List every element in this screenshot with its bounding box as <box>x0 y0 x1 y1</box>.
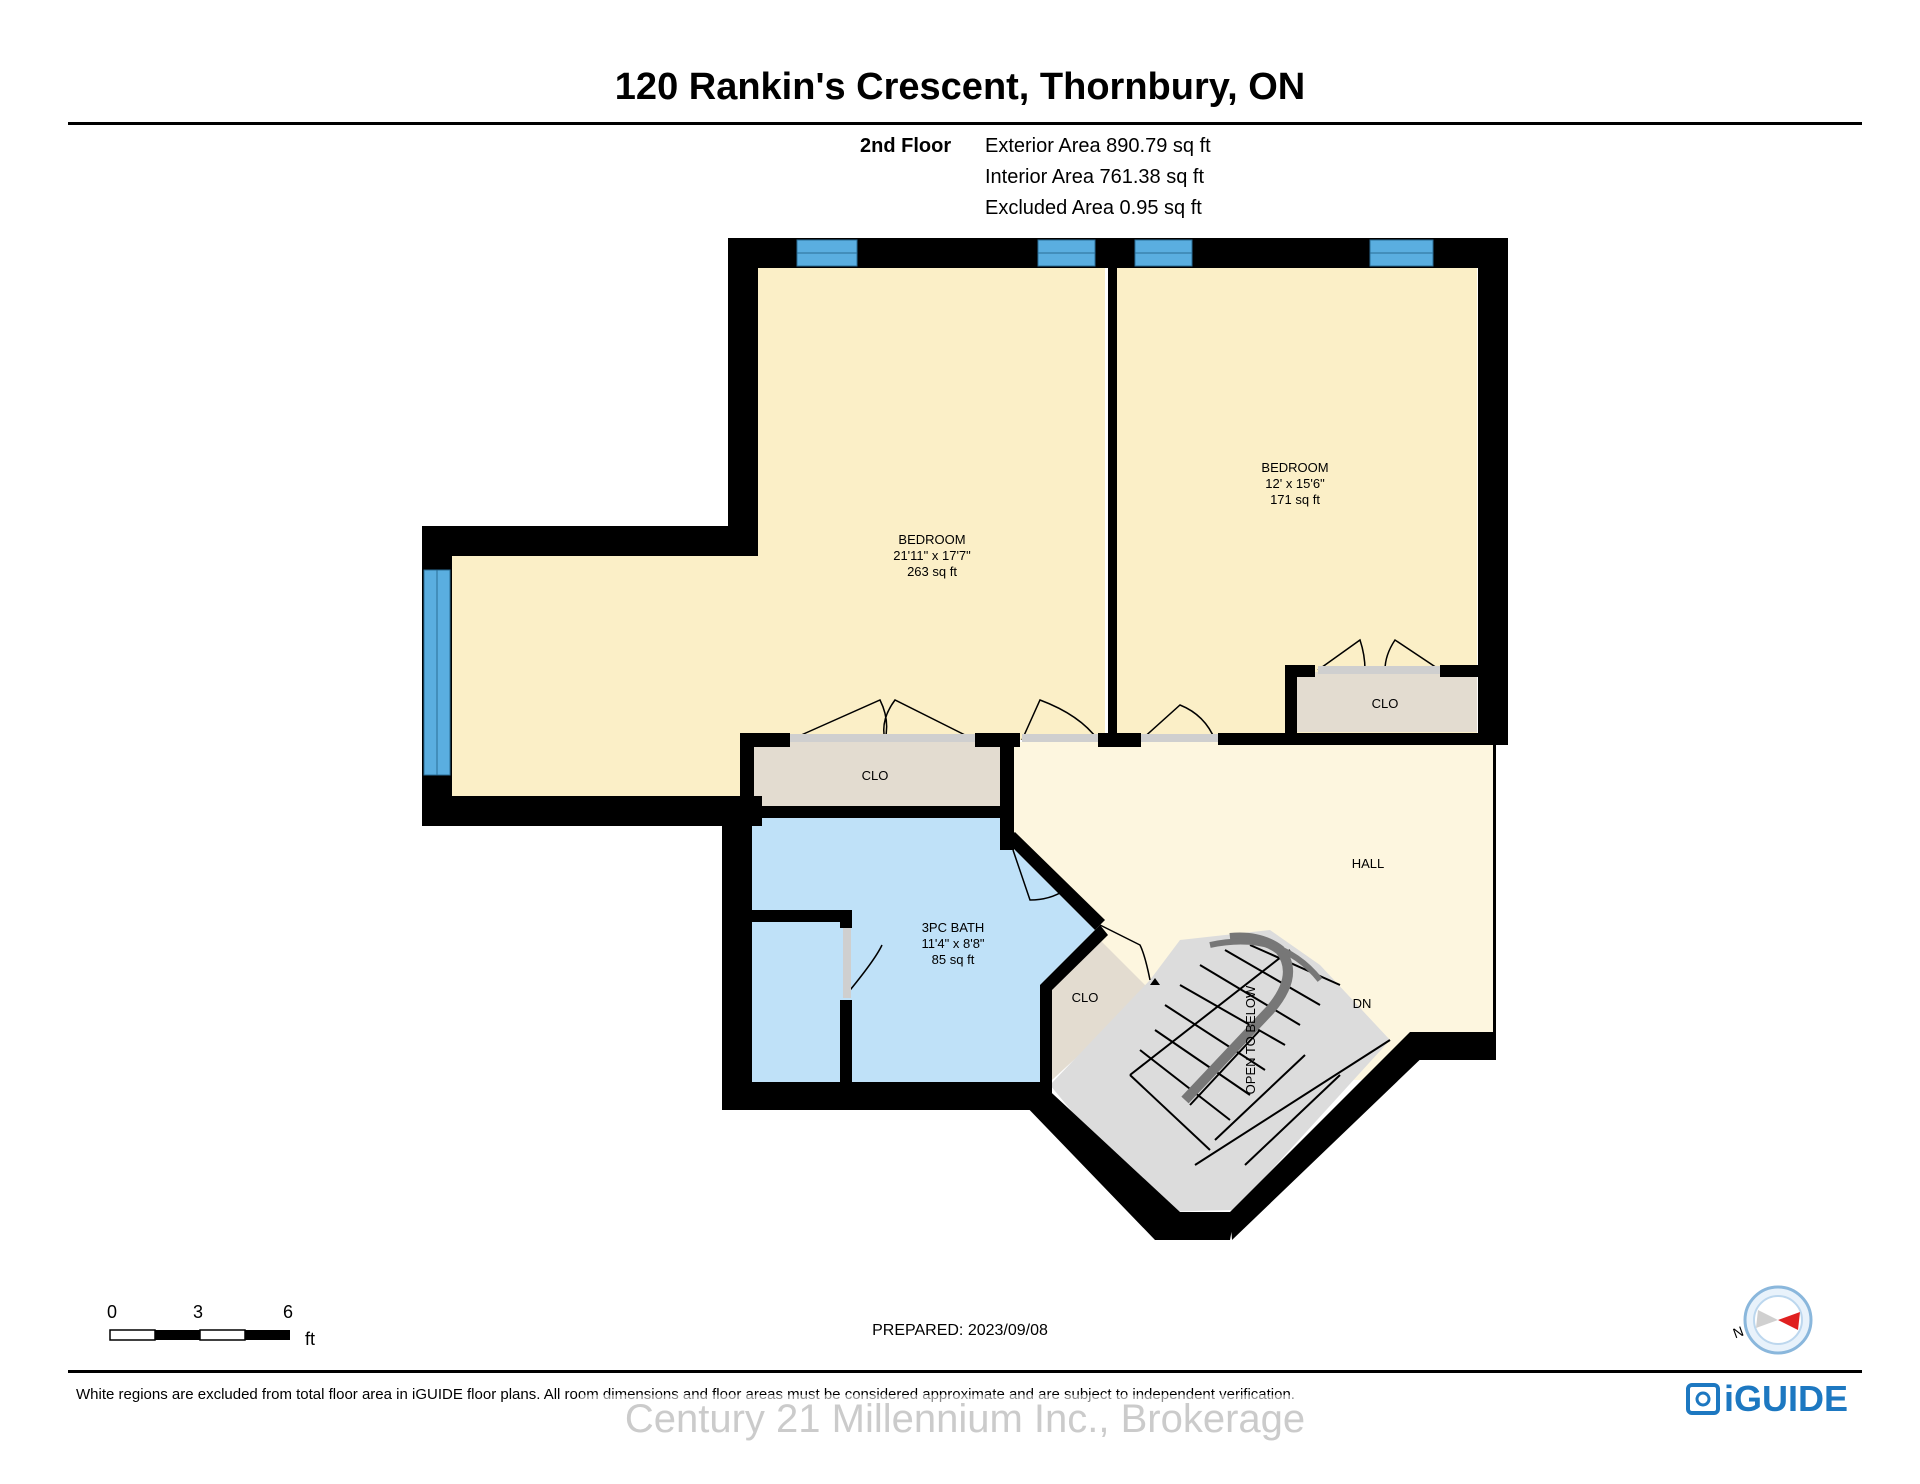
iguide-logo-text: iGUIDE <box>1723 1378 1848 1419</box>
walls <box>422 238 1508 1110</box>
stair-wall-right <box>1230 1032 1430 1240</box>
stair-wall-bottom <box>1155 1212 1235 1240</box>
stair-wall-left <box>1020 1082 1180 1240</box>
compass-north-letter: N <box>1731 1323 1746 1341</box>
hall-label: HALL <box>1352 856 1385 871</box>
closet-1-floor <box>752 742 1002 808</box>
closet-2-floor <box>1295 672 1477 732</box>
closet-diagonal-wall <box>1040 925 1108 990</box>
closet-3-floor <box>1052 940 1150 1080</box>
closet-3-label: CLO <box>1072 990 1099 1005</box>
iguide-logo: iGUIDE <box>1685 1378 1848 1420</box>
window-mullions <box>436 252 1433 775</box>
interior-area: Interior Area 761.38 sq ft <box>985 166 1205 188</box>
stairs-floor <box>1050 930 1390 1212</box>
brokerage-watermark: Century 21 Millennium Inc., Brokerage <box>580 1395 1350 1443</box>
closet-2-label: CLO <box>1372 696 1399 711</box>
door-thresholds <box>790 666 1440 998</box>
bedroom-2-dims: 12' x 15'6" <box>1265 476 1325 491</box>
bedroom-2-floor <box>1117 268 1477 740</box>
footer-rule <box>68 1370 1862 1373</box>
bedroom-1-name: BEDROOM <box>898 532 965 547</box>
bedroom-2-area: 171 sq ft <box>1270 492 1320 507</box>
scale-bar: 0 3 6 ft <box>107 1302 315 1349</box>
header-rule <box>68 122 1862 125</box>
exterior-area: Exterior Area 890.79 sq ft <box>985 135 1211 157</box>
floor-name: 2nd Floor <box>860 135 952 157</box>
page-title: 120 Rankin's Crescent, Thornbury, ON <box>614 66 1306 108</box>
wall-corner <box>1150 978 1160 985</box>
scale-unit: ft <box>305 1329 315 1349</box>
open-to-below-label: OPEN TO BELOW <box>1243 985 1258 1094</box>
bedroom-1-alcove <box>452 556 757 796</box>
compass-icon: N <box>1731 1285 1813 1355</box>
hall-floor <box>1013 742 1493 1080</box>
bedroom-2-name: BEDROOM <box>1261 460 1328 475</box>
bath-diagonal-wall <box>1005 832 1105 930</box>
bath-area: 85 sq ft <box>932 952 975 967</box>
bedroom-1-floor <box>755 268 1105 740</box>
excluded-area: Excluded Area 0.95 sq ft <box>985 197 1202 219</box>
scale-label-3: 3 <box>193 1302 203 1322</box>
bath-floor <box>752 818 1095 1082</box>
scale-label-0: 0 <box>107 1302 117 1322</box>
scale-label-6: 6 <box>283 1302 293 1322</box>
prepared-date: PREPARED: 2023/09/08 <box>872 1322 1048 1339</box>
stair-railing-curve <box>1209 938 1323 982</box>
bedroom-1-dims: 21'11" x 17'7" <box>893 548 971 563</box>
stairs-down-label: DN <box>1353 996 1372 1011</box>
bedroom-1-area: 263 sq ft <box>907 564 957 579</box>
bath-dims: 11'4" x 8'8" <box>921 936 984 951</box>
iguide-logo-icon <box>1685 1383 1720 1415</box>
bath-name: 3PC BATH <box>922 920 985 935</box>
stair-treads <box>1129 944 1391 1166</box>
closet-1-label: CLO <box>862 768 889 783</box>
